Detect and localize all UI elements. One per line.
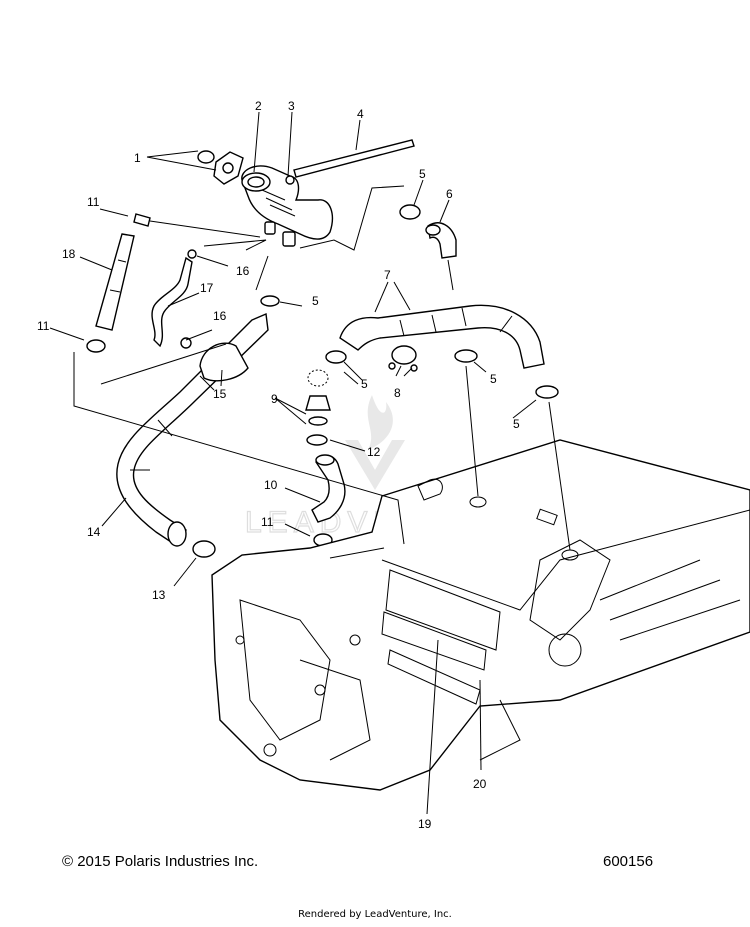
callout-19: 19 bbox=[418, 817, 432, 831]
part-8-bracket bbox=[388, 345, 418, 372]
copyright-text: © 2015 Polaris Industries Inc. bbox=[62, 853, 259, 870]
callout-5-e: 5 bbox=[513, 417, 520, 431]
part-11-clamps bbox=[86, 213, 333, 547]
callout-20: 20 bbox=[473, 777, 487, 791]
callout-5-d: 5 bbox=[490, 372, 497, 386]
callout-11-b: 11 bbox=[37, 319, 50, 333]
callout-9: 9 bbox=[271, 392, 278, 406]
chassis-frame bbox=[211, 439, 750, 791]
callout-5-a: 5 bbox=[419, 167, 426, 181]
part-6-elbow bbox=[425, 222, 457, 259]
part-12-gasket bbox=[306, 434, 328, 446]
part-7-hose bbox=[339, 304, 545, 369]
part-5-clamps bbox=[260, 204, 559, 399]
callout-16-b: 16 bbox=[213, 309, 227, 323]
part-18-hose bbox=[95, 233, 135, 331]
callout-1: 1 bbox=[134, 151, 141, 165]
callout-14: 14 bbox=[87, 525, 101, 539]
part-2-reservoir bbox=[241, 165, 334, 247]
part-9-thermostat bbox=[305, 369, 331, 426]
part-1-cap bbox=[197, 150, 244, 185]
part-15-sleeve bbox=[199, 342, 249, 382]
callout-5-c: 5 bbox=[361, 377, 368, 391]
callout-13: 13 bbox=[152, 588, 166, 602]
render-credit: Rendered by LeadVenture, Inc. bbox=[298, 909, 452, 920]
callout-18: 18 bbox=[62, 247, 76, 261]
callout-4: 4 bbox=[357, 107, 364, 121]
callout-6: 6 bbox=[446, 187, 453, 201]
part-17-hose bbox=[151, 256, 193, 348]
part-4-rod bbox=[293, 139, 415, 178]
part-10-hose bbox=[311, 454, 346, 523]
callout-11-a: 11 bbox=[87, 195, 100, 209]
callout-5-b: 5 bbox=[312, 294, 319, 308]
callout-10: 10 bbox=[264, 478, 278, 492]
part-14-hose bbox=[116, 312, 269, 547]
part-16-fittings bbox=[180, 249, 197, 349]
callout-11-c: 11 bbox=[261, 515, 274, 529]
callout-8: 8 bbox=[394, 386, 401, 400]
callouts: 1 2 3 4 5 6 11 18 16 17 5 7 11 16 5 5 8 … bbox=[37, 99, 520, 831]
callout-2: 2 bbox=[255, 99, 262, 113]
callout-15: 15 bbox=[213, 387, 227, 401]
callout-12: 12 bbox=[367, 445, 381, 459]
parts-diagram: LEADVENTURE bbox=[37, 99, 750, 831]
leader-lines bbox=[49, 111, 571, 815]
callout-17: 17 bbox=[200, 281, 214, 295]
callout-16-a: 16 bbox=[236, 264, 250, 278]
diagram-number: 600156 bbox=[603, 853, 654, 870]
part-13-clamp bbox=[192, 540, 216, 558]
callout-3: 3 bbox=[288, 99, 295, 113]
callout-7: 7 bbox=[384, 268, 391, 282]
